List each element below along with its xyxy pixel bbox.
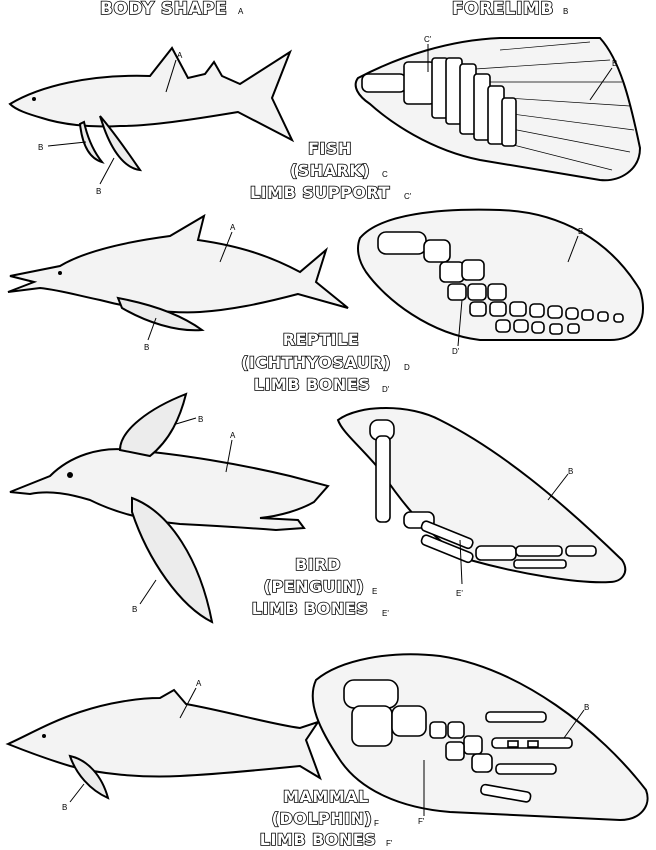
fish-part: LIMB SUPPORT bbox=[250, 183, 390, 202]
mammal-part-sub: F' bbox=[386, 839, 393, 848]
dolphin-label-b: B bbox=[62, 803, 67, 812]
bird-species: (PENGUIN) bbox=[264, 577, 365, 596]
dolphin-body bbox=[8, 690, 320, 778]
forelimb-subscript: B bbox=[563, 7, 568, 16]
ichthyosaur-body bbox=[8, 216, 348, 312]
shark-limb-label-c: C' bbox=[424, 35, 432, 44]
bird-species-sub: E bbox=[372, 587, 377, 596]
reptile-species-sub: D bbox=[404, 363, 410, 372]
ichthyosaur-label-b: B bbox=[144, 343, 149, 352]
caption-reptile: REPTILE (ICHTHYOSAUR) D LIMB BONES D' bbox=[241, 330, 410, 394]
reptile-part: LIMB BONES bbox=[254, 375, 370, 394]
reptile-group: REPTILE bbox=[283, 330, 359, 349]
shark-forelimb: C' B bbox=[356, 35, 640, 180]
forelimb-heading: FORELIMB bbox=[452, 0, 554, 19]
shark-limb-label-b: B bbox=[612, 59, 617, 68]
penguin-wing-upper bbox=[120, 394, 186, 456]
dolphin-eye bbox=[42, 734, 46, 738]
bird-group: BIRD bbox=[295, 555, 341, 574]
ichthyosaur-forelimb: B D' bbox=[358, 210, 643, 356]
caption-mammal: MAMMAL (DOLPHIN) F LIMB BONES F' bbox=[260, 787, 393, 849]
penguin-limb-label-e: E' bbox=[456, 589, 463, 598]
penguin-label-a: A bbox=[230, 431, 236, 440]
shark-figure: A B B bbox=[10, 48, 292, 196]
fish-group: FISH bbox=[308, 139, 352, 158]
shark-body bbox=[10, 48, 292, 140]
bird-part-sub: E' bbox=[382, 609, 389, 618]
dolphin-figure: A B bbox=[8, 679, 320, 812]
shark-label-a: A bbox=[177, 51, 183, 60]
body-shape-subscript: A bbox=[238, 7, 244, 16]
fish-species-sub: C bbox=[382, 170, 388, 179]
dolphin-label-a: A bbox=[196, 679, 202, 688]
shark-eye bbox=[32, 97, 36, 101]
mammal-group: MAMMAL bbox=[283, 787, 369, 806]
reptile-part-sub: D' bbox=[382, 385, 390, 394]
fish-species: (SHARK) bbox=[290, 161, 370, 180]
caption-bird: BIRD (PENGUIN) E LIMB BONES E' bbox=[252, 555, 390, 618]
bird-part: LIMB BONES bbox=[252, 599, 368, 618]
header: BODY SHAPE A FORELIMB B bbox=[100, 0, 568, 19]
dolphin-limb-label-f: F' bbox=[418, 817, 425, 826]
body-shape-heading: BODY SHAPE bbox=[100, 0, 227, 19]
penguin-eye bbox=[67, 472, 73, 478]
penguin-limb-label-b: B bbox=[568, 467, 573, 476]
ichthyosaur-eye bbox=[58, 271, 62, 275]
reptile-species: (ICHTHYOSAUR) bbox=[241, 353, 391, 372]
dolphin-limb-label-b: B bbox=[584, 703, 589, 712]
ichthyosaur-limb-label-d: D' bbox=[452, 347, 460, 356]
mammal-species: (DOLPHIN) bbox=[272, 809, 373, 828]
penguin-label-b-upper: B bbox=[198, 415, 203, 424]
penguin-forelimb: B E' bbox=[338, 408, 625, 598]
mammal-part: LIMB BONES bbox=[260, 830, 376, 849]
ichthyosaur-label-a: A bbox=[230, 223, 236, 232]
shark-label-b2: B bbox=[96, 187, 101, 196]
penguin-body bbox=[10, 449, 328, 530]
fish-part-sub: C' bbox=[404, 192, 412, 201]
penguin-label-b-lower: B bbox=[132, 605, 137, 614]
mammal-species-sub: F bbox=[374, 819, 379, 828]
caption-fish: FISH (SHARK) C LIMB SUPPORT C' bbox=[250, 139, 412, 202]
ichthyosaur-limb-label-b: B bbox=[578, 227, 583, 236]
shark-label-b1: B bbox=[38, 143, 43, 152]
